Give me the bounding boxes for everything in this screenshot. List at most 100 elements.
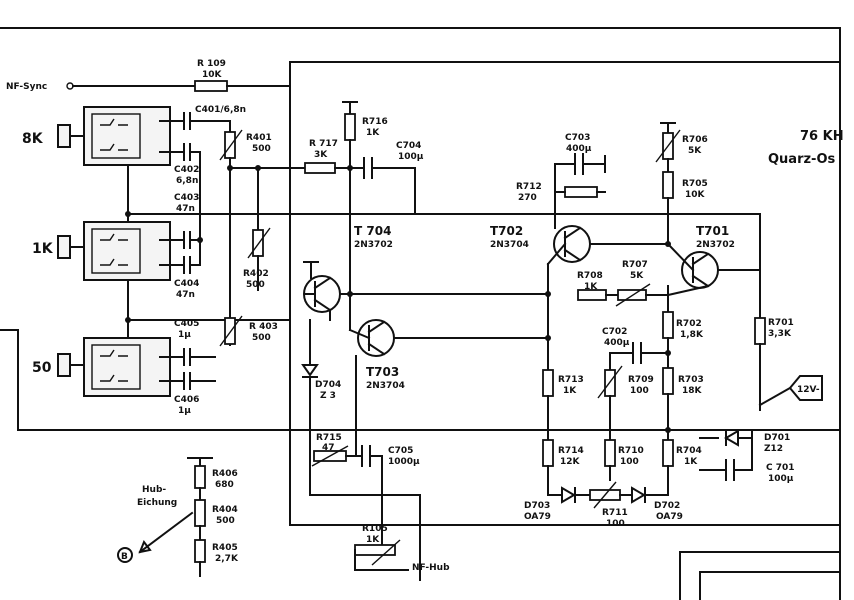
svg-text:C703: C703 bbox=[565, 133, 590, 143]
svg-text:C404: C404 bbox=[174, 279, 199, 289]
svg-text:12K: 12K bbox=[560, 457, 581, 467]
r712-resistor bbox=[564, 186, 598, 198]
svg-text:10K: 10K bbox=[685, 190, 706, 200]
r405-resistor bbox=[194, 539, 206, 563]
svg-text:1µ: 1µ bbox=[178, 406, 191, 416]
r710-resistor bbox=[604, 439, 616, 467]
svg-text:500: 500 bbox=[216, 516, 235, 526]
svg-text:2N3704: 2N3704 bbox=[366, 381, 405, 391]
svg-text:OA79: OA79 bbox=[524, 512, 551, 522]
r402-resistor bbox=[252, 229, 264, 257]
svg-text:R406: R406 bbox=[212, 469, 238, 479]
switch-50-knob[interactable] bbox=[57, 353, 71, 377]
d702-diode bbox=[631, 486, 646, 504]
nf-sync-label: NF-Sync bbox=[6, 82, 47, 92]
svg-text:C402: C402 bbox=[174, 165, 199, 175]
svg-text:5K: 5K bbox=[630, 271, 644, 281]
svg-text:500: 500 bbox=[252, 333, 271, 343]
svg-text:2,7K: 2,7K bbox=[215, 554, 239, 564]
switch-1k-knob[interactable] bbox=[57, 235, 71, 259]
nf-sync-input: NF-Sync R 109 10K bbox=[6, 59, 291, 92]
supply-12v-label: 12V- bbox=[797, 385, 820, 395]
r109-resistor bbox=[194, 80, 228, 92]
r717-resistor bbox=[304, 162, 336, 174]
svg-text:400µ: 400µ bbox=[604, 338, 630, 348]
svg-text:1K: 1K bbox=[584, 282, 598, 292]
svg-text:R701: R701 bbox=[768, 318, 794, 328]
t703-transistor bbox=[357, 319, 395, 357]
svg-text:C401/6,8n: C401/6,8n bbox=[195, 105, 246, 115]
svg-text:1K: 1K bbox=[684, 457, 698, 467]
svg-text:R715: R715 bbox=[316, 433, 342, 443]
switch-50-label: 50 bbox=[32, 360, 52, 376]
svg-text:D703: D703 bbox=[524, 501, 550, 511]
r701-resistor bbox=[754, 317, 766, 345]
svg-text:3,3K: 3,3K bbox=[768, 329, 792, 339]
svg-text:2N3702: 2N3702 bbox=[696, 240, 735, 250]
r401-resistor bbox=[224, 131, 236, 159]
switch-50-body[interactable] bbox=[83, 337, 171, 397]
svg-text:2N3702: 2N3702 bbox=[354, 240, 393, 250]
d703-diode bbox=[561, 486, 576, 504]
switch-1k-body[interactable] bbox=[83, 221, 171, 281]
svg-text:47n: 47n bbox=[176, 290, 195, 300]
svg-text:1K: 1K bbox=[563, 386, 577, 396]
svg-text:D704: D704 bbox=[315, 380, 341, 390]
r705-resistor bbox=[662, 171, 674, 199]
svg-text:D701: D701 bbox=[764, 433, 790, 443]
hub-calibration: B Hub- Eichung R406 680 R404 500 R405 2,… bbox=[117, 457, 239, 577]
switch-8k-body[interactable] bbox=[83, 106, 171, 166]
d701-diode bbox=[724, 429, 739, 447]
r406-resistor bbox=[194, 465, 206, 489]
switch-8k-knob[interactable] bbox=[57, 124, 71, 148]
svg-text:R705: R705 bbox=[682, 179, 708, 189]
svg-text:3K: 3K bbox=[314, 150, 328, 160]
svg-text:Z 3: Z 3 bbox=[320, 391, 336, 401]
svg-text:270: 270 bbox=[518, 193, 537, 203]
t704-t703-stage: R716 1K R 717 3K C704 100µ T 704 2N3702 bbox=[301, 101, 549, 581]
svg-text:100: 100 bbox=[606, 519, 625, 529]
switch-1k-label: 1K bbox=[32, 241, 54, 257]
svg-text:D702: D702 bbox=[654, 501, 680, 511]
svg-text:R402: R402 bbox=[243, 269, 269, 279]
r702-resistor bbox=[662, 311, 674, 339]
svg-text:R709: R709 bbox=[628, 375, 654, 385]
t702-transistor bbox=[553, 225, 591, 263]
svg-text:C702: C702 bbox=[602, 327, 627, 337]
svg-text:R714: R714 bbox=[558, 446, 584, 456]
output-b-terminal bbox=[117, 547, 133, 563]
svg-text:C403: C403 bbox=[174, 193, 199, 203]
svg-text:100µ: 100µ bbox=[398, 152, 424, 162]
svg-text:R 717: R 717 bbox=[309, 139, 338, 149]
svg-text:100µ: 100µ bbox=[768, 474, 794, 484]
svg-text:18K: 18K bbox=[682, 386, 703, 396]
switch-8k-label: 8K bbox=[22, 131, 44, 147]
svg-text:T702: T702 bbox=[490, 224, 523, 238]
svg-text:1µ: 1µ bbox=[178, 330, 191, 340]
svg-text:400µ: 400µ bbox=[566, 144, 592, 154]
svg-text:500: 500 bbox=[252, 144, 271, 154]
range-switches: 8K 1K 50 bbox=[22, 106, 171, 397]
t702-t701-stage: C703 400µ R712 270 T702 2N3704 R706 5K R… bbox=[490, 122, 823, 529]
svg-text:R704: R704 bbox=[676, 446, 702, 456]
svg-text:B: B bbox=[121, 552, 128, 562]
svg-text:10K: 10K bbox=[202, 70, 223, 80]
svg-text:R404: R404 bbox=[212, 505, 238, 515]
svg-text:OA79: OA79 bbox=[656, 512, 683, 522]
svg-text:680: 680 bbox=[215, 480, 234, 490]
nf-hub-label: NF-Hub bbox=[412, 563, 450, 573]
svg-text:C406: C406 bbox=[174, 395, 199, 405]
r703-resistor bbox=[662, 367, 674, 395]
eichung-label: Eichung bbox=[137, 498, 177, 508]
svg-text:R105: R105 bbox=[362, 524, 388, 534]
svg-text:1K: 1K bbox=[366, 535, 380, 545]
svg-text:47: 47 bbox=[322, 443, 335, 453]
svg-text:T701: T701 bbox=[696, 224, 729, 238]
svg-text:R708: R708 bbox=[577, 271, 603, 281]
r713-resistor bbox=[542, 369, 554, 397]
svg-text:2N3704: 2N3704 bbox=[490, 240, 529, 250]
svg-text:100: 100 bbox=[620, 457, 639, 467]
svg-text:R401: R401 bbox=[246, 133, 272, 143]
d704-diode bbox=[301, 364, 319, 377]
